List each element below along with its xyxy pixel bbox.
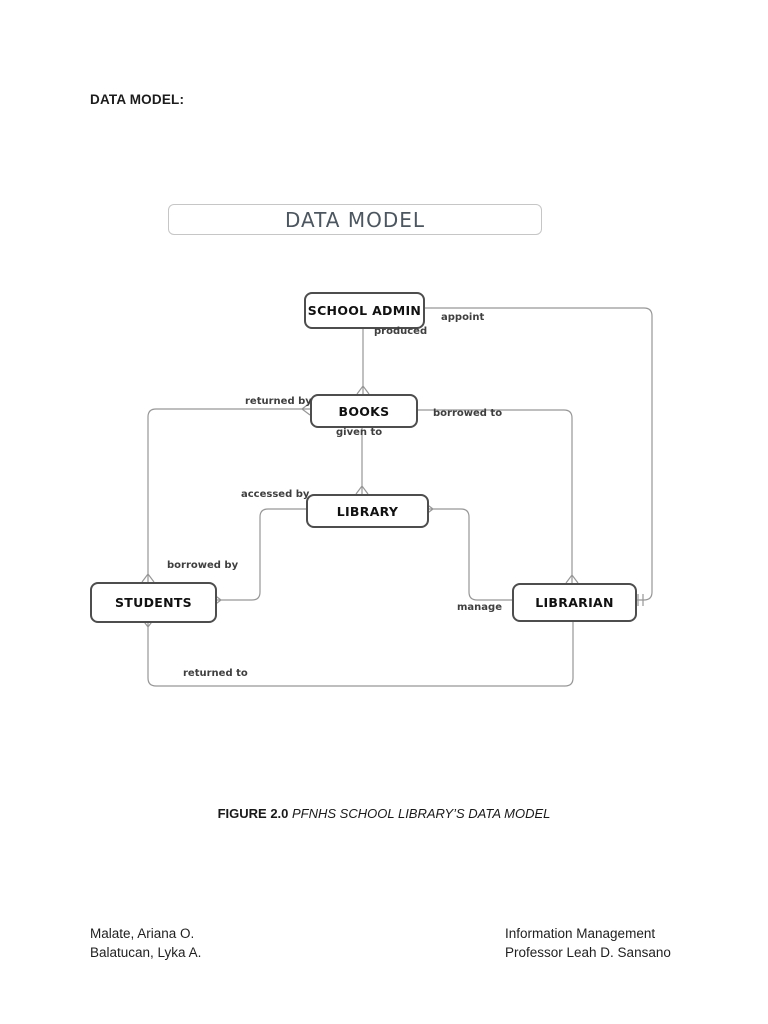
- entity-school-admin: SCHOOL ADMIN: [304, 292, 425, 329]
- relationship-label-returned-by: returned by: [245, 396, 312, 407]
- figure-caption-title: PFNHS SCHOOL LIBRARY’S DATA MODEL: [292, 806, 551, 821]
- footer-authors: Malate, Ariana O. Balatucan, Lyka A.: [90, 924, 201, 962]
- diagram-title-box: DATA MODEL: [168, 204, 542, 235]
- footer-professor-name: Professor Leah D. Sansano: [505, 945, 671, 960]
- entity-students: STUDENTS: [90, 582, 217, 623]
- connector-borrowed-to: [414, 409, 579, 584]
- entity-librarian-label: LIBRARIAN: [535, 595, 614, 610]
- connector-appoint: [421, 307, 653, 606]
- footer-author-2: Balatucan, Lyka A.: [90, 945, 202, 960]
- relationship-label-appoint: appoint: [441, 312, 485, 323]
- relationship-label-returned-to: returned to: [183, 668, 248, 679]
- entity-books-label: BOOKS: [338, 403, 390, 419]
- diagram-title-text: DATA MODEL: [284, 207, 426, 232]
- footer-course-info: Information Management Professor Leah D.…: [505, 924, 671, 962]
- entity-books: BOOKS: [310, 394, 418, 428]
- connector-accessed-by: [212, 508, 306, 607]
- footer-course-name: Information Management: [505, 926, 656, 941]
- relationship-label-manage: manage: [457, 602, 502, 613]
- relationship-label-given-to: given to: [336, 427, 383, 438]
- page-title: DATA MODEL:: [90, 92, 185, 107]
- relationship-label-produced: produced: [374, 326, 428, 337]
- entity-library: LIBRARY: [306, 494, 429, 528]
- relationship-label-borrowed-to: borrowed to: [433, 408, 503, 419]
- entity-students-label: STUDENTS: [115, 595, 192, 610]
- footer-author-1: Malate, Ariana O.: [90, 926, 195, 941]
- figure-caption-label: FIGURE 2.0: [217, 806, 289, 821]
- connector-produced: [356, 325, 370, 395]
- connector-manage: [424, 502, 512, 601]
- figure-caption: FIGURE 2.0 PFNHS SCHOOL LIBRARY’S DATA M…: [0, 806, 768, 821]
- entity-librarian: LIBRARIAN: [512, 583, 637, 622]
- entity-library-label: LIBRARY: [336, 503, 399, 519]
- relationship-label-accessed-by: accessed by: [241, 489, 310, 500]
- relationship-label-borrowed-by: borrowed by: [167, 560, 239, 571]
- entity-school-admin-label: SCHOOL ADMIN: [307, 303, 422, 318]
